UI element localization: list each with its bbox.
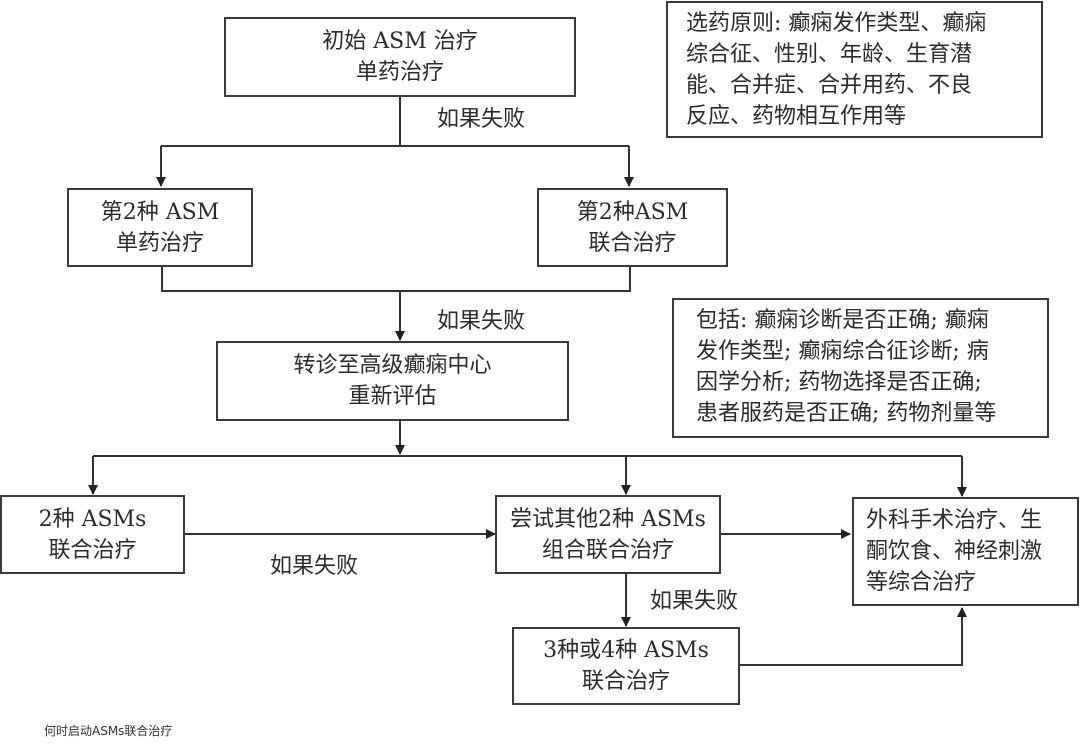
edge-merge [161, 266, 631, 292]
node-initial-line2: 单药治疗 [355, 60, 444, 85]
edge-label-fail-2: 如果失败 [437, 309, 526, 334]
node-two-asms-line1: 2种 ASMs [38, 506, 147, 532]
note-reassessment-line3: 因学分析; 药物选择是否正确; [696, 370, 982, 395]
note-selection-line1: 选药原则: 癫痫发作类型、癫痫 [686, 11, 987, 36]
edge-label-fail-1: 如果失败 [437, 107, 526, 132]
note-selection-line2: 综合征、性别、年龄、生育潜 [686, 42, 973, 67]
node-second-combo-line1: 第2种ASM [576, 199, 689, 225]
node-second-combo-line2: 联合治疗 [588, 230, 677, 256]
node-second-combo: 第2种ASM 联合治疗 [537, 188, 728, 267]
node-three-four-asms: 3种或4种 ASMs 联合治疗 [512, 627, 740, 705]
note-reassessment: 包括: 癫痫诊断是否正确; 癫痫 发作类型; 癫痫综合征诊断; 病 因学分析; … [672, 298, 1049, 438]
edge-three-to-comprehensive [739, 607, 967, 666]
node-comprehensive: 外科手术治疗、生 酮饮食、神经刺激 等综合治疗 [852, 497, 1079, 606]
node-comprehensive-line1: 外科手术治疗、生 [866, 508, 1043, 533]
node-initial-line1: 初始 ASM 治疗 [322, 29, 478, 54]
node-comprehensive-line2: 酮饮食、神经刺激 [866, 539, 1043, 564]
node-initial-asm: 初始 ASM 治疗 单药治疗 [224, 17, 576, 97]
node-other-two-line1: 尝试其他2种 ASMs [510, 506, 706, 532]
node-second-mono: 第2种 ASM 单药治疗 [67, 188, 253, 267]
node-other-two-asms: 尝试其他2种 ASMs 组合联合治疗 [495, 495, 721, 574]
note-reassessment-line2: 发作类型; 癫痫综合征诊断; 病 [696, 339, 989, 364]
note-reassessment-line4: 患者服药是否正确; 药物剂量等 [696, 401, 997, 426]
figure-caption: 何时启动ASMs联合治疗 [44, 724, 173, 738]
node-three-four-line2: 联合治疗 [581, 669, 670, 694]
note-reassessment-line1: 包括: 癫痫诊断是否正确; 癫痫 [696, 308, 989, 333]
node-three-four-line1: 3种或4种 ASMs [543, 638, 709, 663]
node-second-mono-line2: 单药治疗 [115, 230, 204, 256]
note-selection-line4: 反应、药物相互作用等 [686, 104, 907, 129]
note-selection-line3: 能、合并症、合并用药、不良 [686, 73, 973, 98]
node-comprehensive-line3: 等综合治疗 [866, 570, 977, 595]
node-other-two-line2: 组合联合治疗 [541, 537, 674, 563]
edge-label-fail-4: 如果失败 [650, 589, 739, 614]
edge-label-fail-3: 如果失败 [270, 554, 359, 579]
node-referral: 转诊至高级癫痫中心 重新评估 [216, 341, 569, 421]
node-second-mono-line1: 第2种 ASM [100, 199, 220, 225]
node-referral-line2: 重新评估 [348, 384, 437, 409]
node-two-asms: 2种 ASMs 联合治疗 [0, 495, 185, 574]
node-two-asms-line2: 联合治疗 [48, 537, 137, 563]
note-selection-principles: 选药原则: 癫痫发作类型、癫痫 综合征、性别、年龄、生育潜 能、合并症、合并用药… [666, 1, 1043, 138]
node-referral-line1: 转诊至高级癫痫中心 [293, 353, 492, 378]
